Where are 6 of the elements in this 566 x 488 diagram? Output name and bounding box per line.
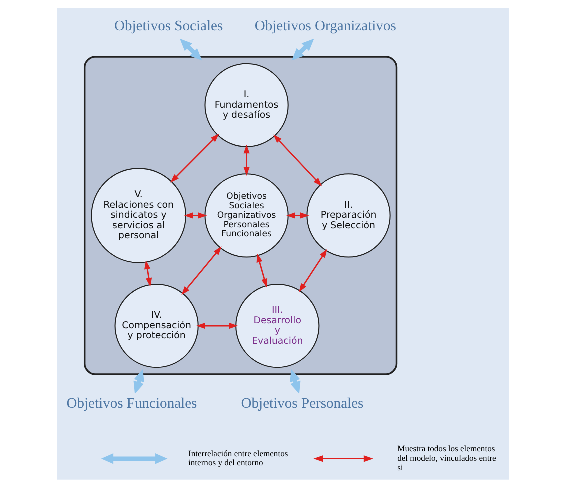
node-text: Objetivos Organizativos	[254, 18, 396, 34]
node-text: Objetivos Personales	[241, 396, 364, 412]
legend-label: Interrelación entre elementos internos y del entorno	[188, 448, 288, 468]
node-text: Objetivos Sociales	[114, 18, 224, 34]
node-text: Objetivos Funcionales	[66, 396, 198, 412]
legend-label: Muestra todos los elementos del modelo, vinculados entre si	[398, 444, 496, 472]
